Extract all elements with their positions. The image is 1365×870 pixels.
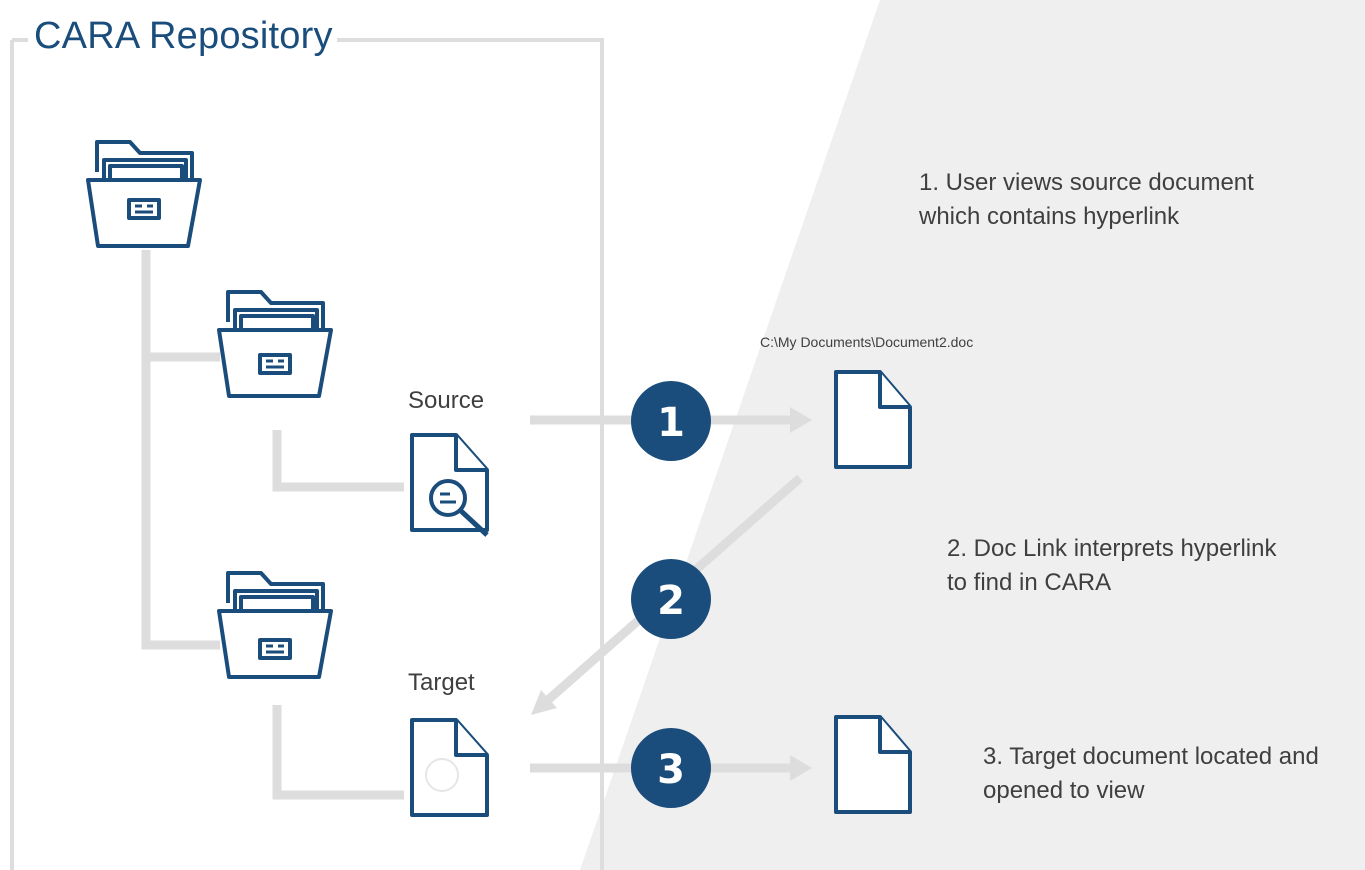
repository-frame: [10, 38, 604, 870]
source-document-icon: [410, 433, 489, 537]
step-1-number: 1: [657, 400, 685, 446]
step-3-line-2: opened to view: [983, 777, 1145, 804]
step-1-line-2: which contains hyperlink: [919, 203, 1180, 230]
step-2-line-1: 2. Doc Link interprets hyperlink: [947, 535, 1277, 562]
step-3-badge: 3: [631, 728, 711, 808]
subfolder-1-icon: [217, 290, 333, 398]
repository-title: CARA Repository: [30, 12, 337, 60]
arrow-3-head: [790, 755, 812, 781]
step-2-badge: 2: [631, 559, 711, 639]
step-3-line-1: 3. Target document located and: [983, 743, 1319, 770]
opened-source-document-icon: [834, 370, 912, 469]
target-document-icon: [410, 718, 489, 817]
step-2-description: 2. Doc Link interprets hyperlink to find…: [947, 532, 1276, 600]
arrow-1-head: [790, 407, 812, 433]
subfolder-2-icon: [217, 571, 333, 679]
step-1-description: 1. User views source document which cont…: [919, 166, 1254, 234]
step-2-line-2: to find in CARA: [947, 569, 1112, 596]
target-label: Target: [408, 669, 475, 696]
step-3-description: 3. Target document located and opened to…: [983, 740, 1319, 808]
step-3-number: 3: [657, 747, 685, 793]
step-1-line-1: 1. User views source document: [919, 169, 1254, 196]
opened-target-document-icon: [834, 715, 912, 814]
step-1-badge: 1: [631, 381, 711, 461]
root-folder-icon: [86, 140, 202, 248]
tree-connectors: [141, 250, 404, 800]
arrow-2-head: [531, 690, 557, 715]
document-path: C:\My Documents\Document2.doc: [760, 334, 974, 350]
background-panel: [580, 0, 1365, 870]
step-2-number: 2: [657, 578, 685, 624]
source-label: Source: [408, 387, 485, 414]
